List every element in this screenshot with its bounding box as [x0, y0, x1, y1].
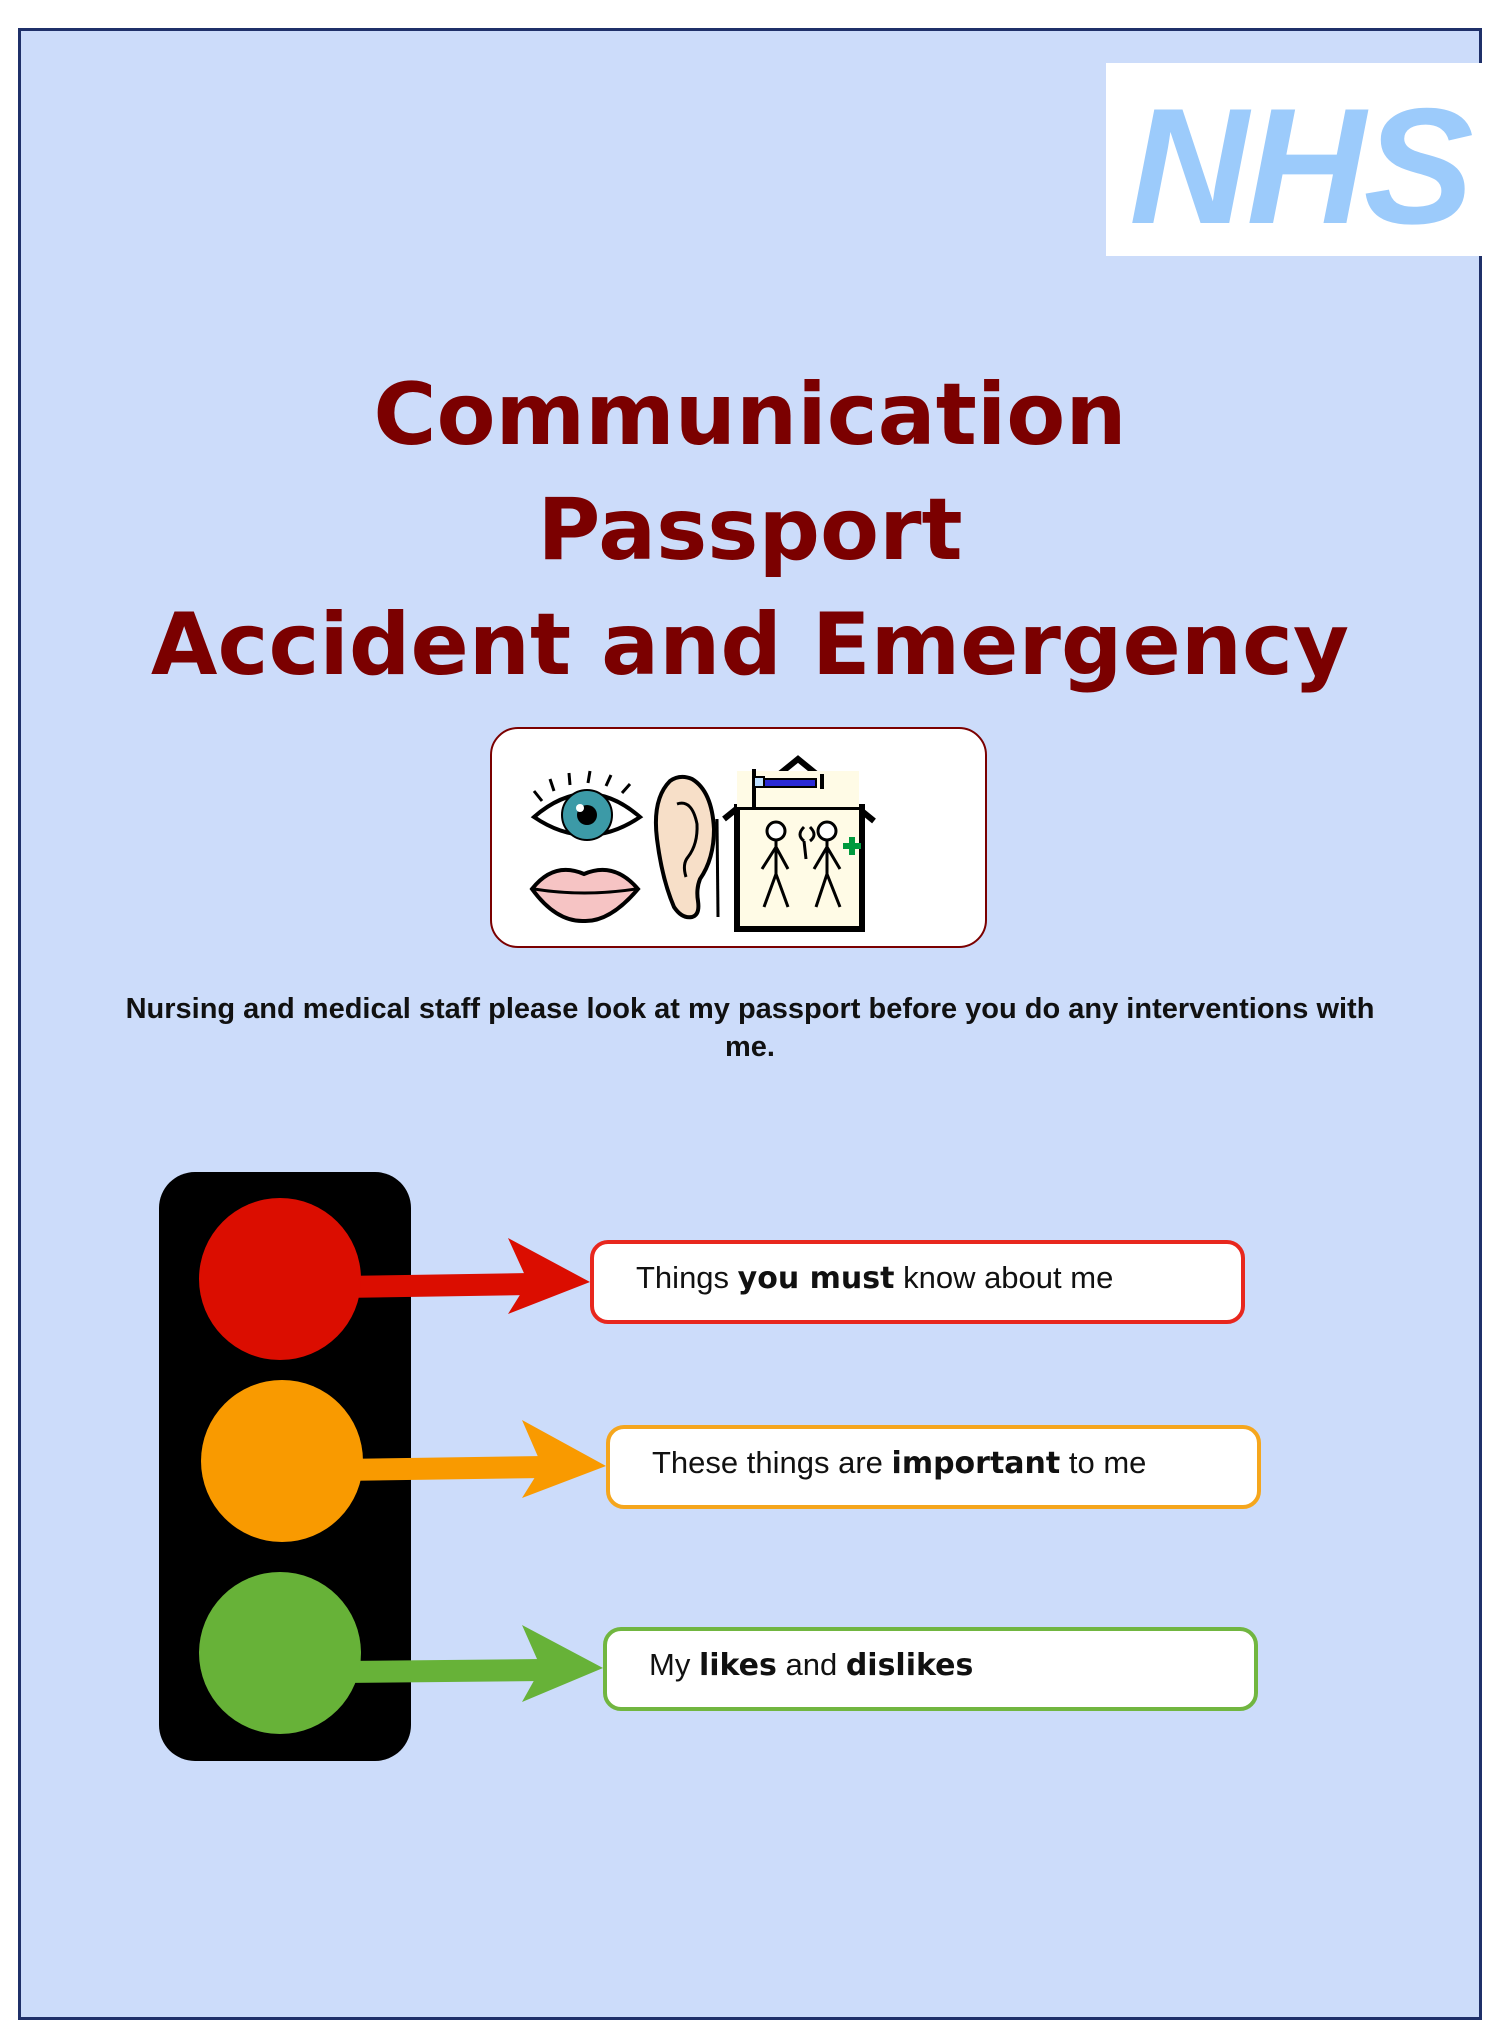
amber-light	[201, 1380, 363, 1542]
important-text-2: to me	[1060, 1445, 1147, 1480]
red-arrow-head	[508, 1238, 590, 1314]
nhs-logo-box: NHS	[1106, 63, 1495, 256]
symbol-card	[490, 727, 987, 948]
important-emphasis: important	[891, 1446, 1061, 1481]
intro-text: Nursing and medical staff please look at…	[125, 993, 1375, 1063]
red-arrow-shaft	[339, 1273, 531, 1298]
eye-icon	[530, 770, 644, 841]
amber-light-group	[201, 1380, 606, 1542]
must-know-box: Things you must know about me	[590, 1240, 1245, 1324]
must-know-emphasis: you must	[737, 1261, 895, 1296]
must-know-text-2: know about me	[894, 1260, 1114, 1295]
likes-emphasis: likes	[698, 1648, 777, 1683]
title-line-1: Communication	[373, 365, 1127, 465]
amber-arrow-head	[522, 1420, 606, 1498]
green-arrow-head	[522, 1625, 603, 1702]
must-know-text-1: Things	[636, 1260, 738, 1295]
red-light	[199, 1198, 361, 1360]
hospital-icon	[722, 755, 876, 932]
title-line-3: Accident and Emergency	[150, 595, 1350, 695]
important-text-1: These things are	[652, 1445, 892, 1480]
likes-text-1: My	[649, 1647, 699, 1682]
important-box: These things are important to me	[606, 1425, 1261, 1509]
dislikes-emphasis: dislikes	[845, 1648, 974, 1683]
ear-icon	[653, 774, 720, 920]
green-light	[199, 1572, 361, 1734]
amber-arrow-shaft	[339, 1456, 546, 1481]
red-light-group	[199, 1198, 590, 1360]
title-line-2: Passport	[537, 480, 963, 580]
symbol-card-drawing	[529, 755, 876, 932]
nhs-logo: NHS	[1129, 74, 1473, 258]
green-light-group	[199, 1572, 603, 1734]
mouth-icon	[529, 867, 641, 924]
green-arrow-shaft	[339, 1659, 544, 1683]
likes-text-2: and	[776, 1647, 846, 1682]
likes-dislikes-box: My likes and dislikes	[603, 1627, 1258, 1711]
